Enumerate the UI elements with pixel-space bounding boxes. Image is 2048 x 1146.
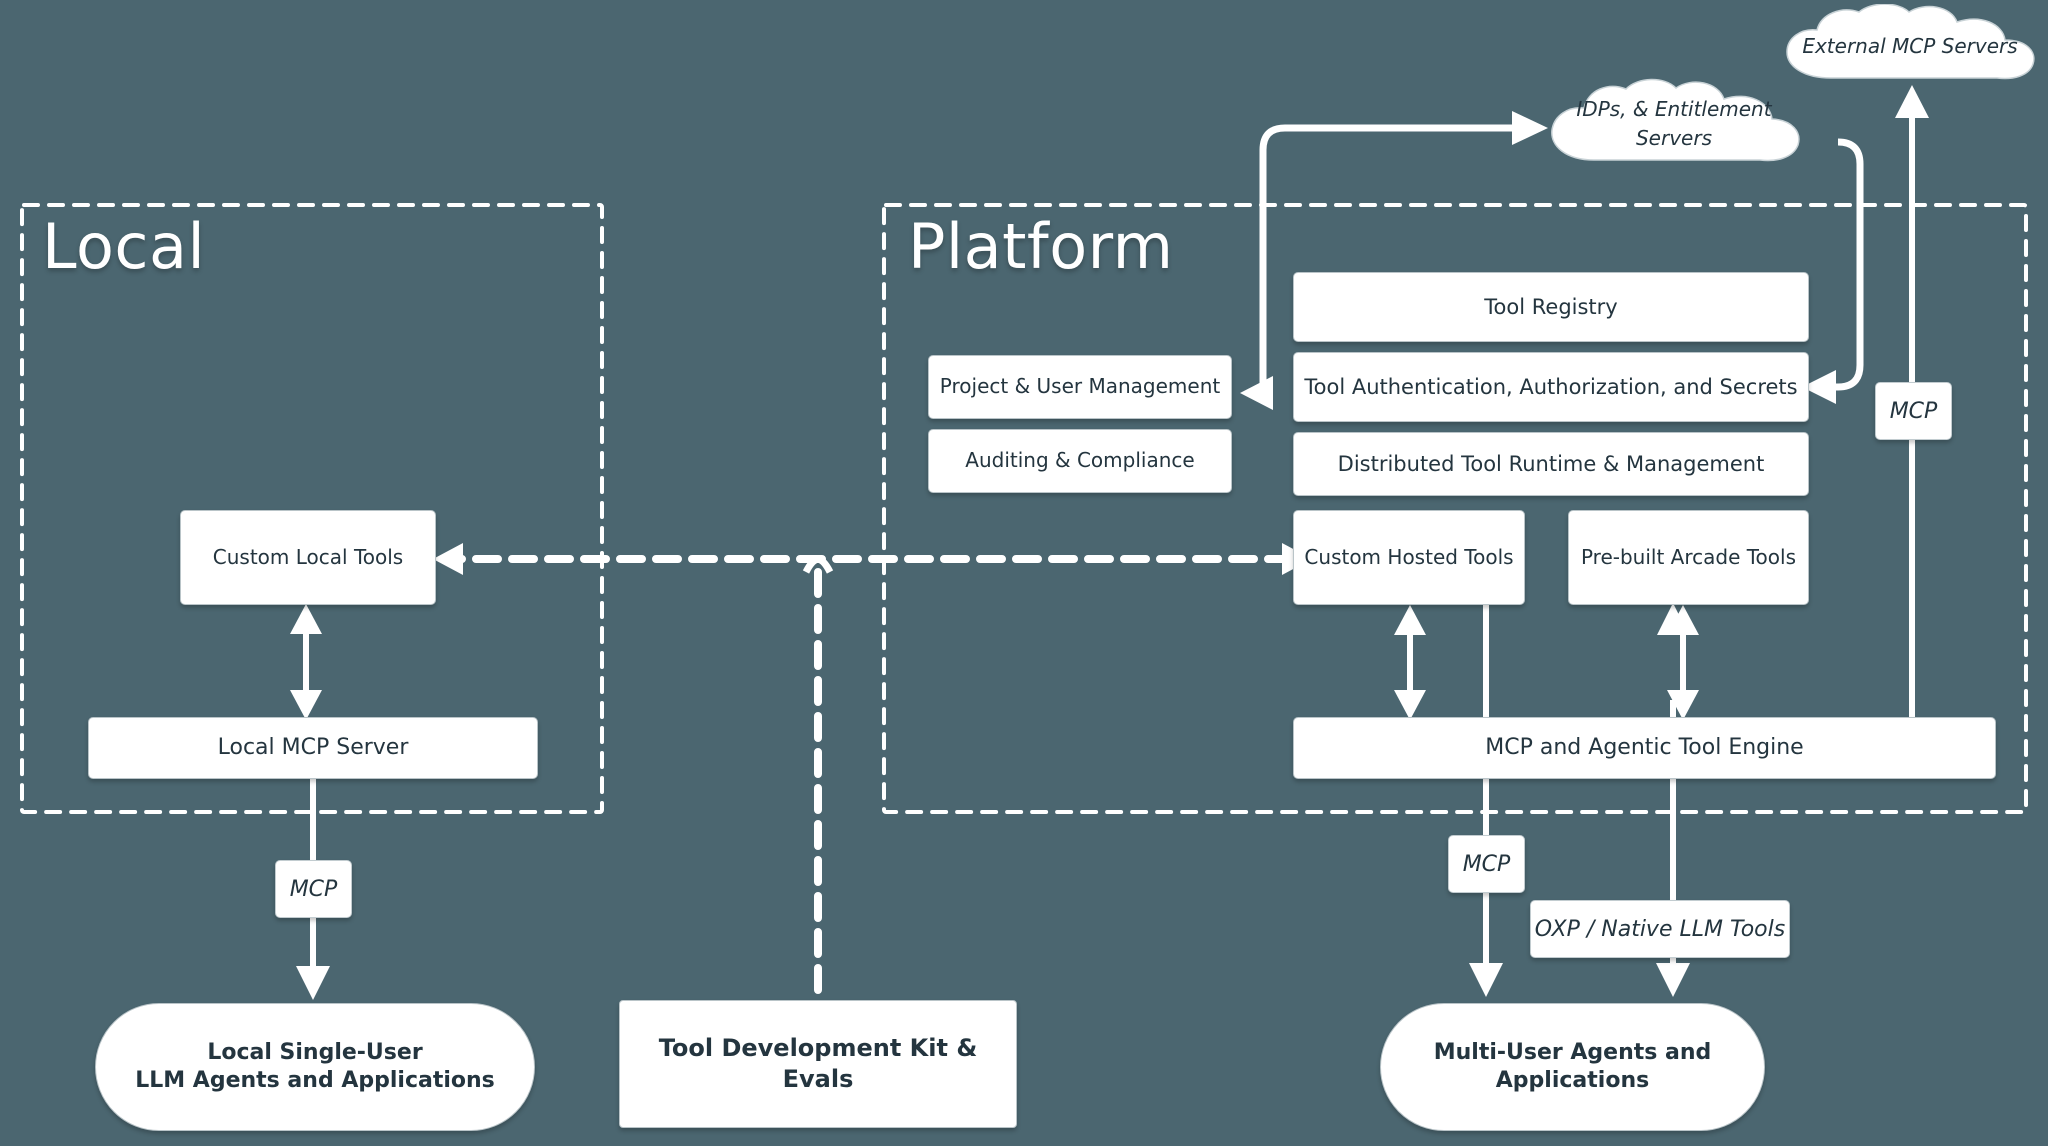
custom-local-tools-label: Custom Local Tools xyxy=(212,544,404,569)
cloud-idps-entitlement: IDPs, & Entitlement Servers xyxy=(1540,78,1808,170)
auditing-compliance-label: Auditing & Compliance xyxy=(965,448,1195,473)
tool-authentication-box[interactable]: Tool Authentication, Authorization, and … xyxy=(1293,352,1809,422)
prebuilt-arcade-tools-label: Pre-built Arcade Tools xyxy=(1580,544,1797,569)
custom-hosted-tools-box[interactable]: Custom Hosted Tools xyxy=(1293,510,1525,605)
platform-zone-border xyxy=(882,203,2028,814)
local-agents-line1: Local Single-User xyxy=(207,1039,423,1065)
local-mcp-server-label: Local MCP Server xyxy=(217,734,409,760)
mcp-agentic-tool-engine-box[interactable]: MCP and Agentic Tool Engine xyxy=(1293,717,1996,779)
prebuilt-arcade-tools-box[interactable]: Pre-built Arcade Tools xyxy=(1568,510,1809,605)
arrow-hosted-engine xyxy=(1394,605,1426,720)
tool-development-kit-box[interactable]: Tool Development Kit & Evals xyxy=(619,1000,1017,1128)
platform-mcp-tag-bottom-label: MCP xyxy=(1462,851,1511,877)
project-user-management-label: Project & User Management xyxy=(939,374,1221,399)
local-mcp-server-box[interactable]: Local MCP Server xyxy=(88,717,538,779)
multi-user-agents-line1: Multi-User Agents and xyxy=(1433,1039,1712,1065)
cloud-shape-idps xyxy=(1551,78,1800,162)
tool-registry-box[interactable]: Tool Registry xyxy=(1293,272,1809,342)
project-user-management-box[interactable]: Project & User Management xyxy=(928,355,1232,419)
arrow-idps-toolauth xyxy=(1802,138,1864,404)
tool-authentication-label: Tool Authentication, Authorization, and … xyxy=(1304,374,1798,399)
platform-mcp-tag-right: MCP xyxy=(1875,382,1952,440)
auditing-compliance-box[interactable]: Auditing & Compliance xyxy=(928,429,1232,493)
arrow-localtools-localmcp xyxy=(290,604,322,720)
multi-user-agents-line2: Applications xyxy=(1495,1068,1650,1093)
tool-development-kit-label: Tool Development Kit & Evals xyxy=(658,1034,978,1093)
cloud-shape-external xyxy=(1786,3,2035,80)
custom-hosted-tools-label: Custom Hosted Tools xyxy=(1304,544,1514,569)
mcp-agentic-tool-engine-label: MCP and Agentic Tool Engine xyxy=(1485,734,1804,760)
zone-title-local: Local xyxy=(42,210,206,283)
custom-local-tools-box[interactable]: Custom Local Tools xyxy=(180,510,436,605)
distributed-runtime-box[interactable]: Distributed Tool Runtime & Management xyxy=(1293,432,1809,496)
multi-user-agents-box[interactable]: Multi-User Agents and Applications xyxy=(1380,1003,1765,1131)
zone-title-platform: Platform xyxy=(908,210,1174,283)
dashed-tools-bridge xyxy=(433,543,1312,1004)
tool-registry-label: Tool Registry xyxy=(1484,294,1618,319)
local-mcp-tag-label: MCP xyxy=(289,876,338,902)
local-mcp-tag: MCP xyxy=(275,860,352,918)
local-agents-box[interactable]: Local Single-User LLM Agents and Applica… xyxy=(95,1003,535,1131)
local-zone-border xyxy=(20,203,604,814)
arrow-engine-multiuser-mcp xyxy=(1469,600,1503,997)
oxp-native-llm-tools-label: OXP / Native LLM Tools xyxy=(1534,916,1786,942)
platform-mcp-tag-bottom: MCP xyxy=(1448,835,1525,893)
local-agents-line2: LLM Agents and Applications xyxy=(135,1068,495,1093)
arrow-projectuser-idps xyxy=(1240,111,1548,410)
cloud-external-label: External MCP Servers xyxy=(1802,34,2018,58)
cloud-idps-label: IDPs, & Entitlement Servers xyxy=(1576,97,1772,150)
oxp-native-llm-tools-tag: OXP / Native LLM Tools xyxy=(1530,900,1790,958)
distributed-runtime-label: Distributed Tool Runtime & Management xyxy=(1337,451,1765,476)
cloud-external-mcp-servers: External MCP Servers xyxy=(1775,3,2045,88)
platform-mcp-tag-right-label: MCP xyxy=(1889,398,1938,424)
